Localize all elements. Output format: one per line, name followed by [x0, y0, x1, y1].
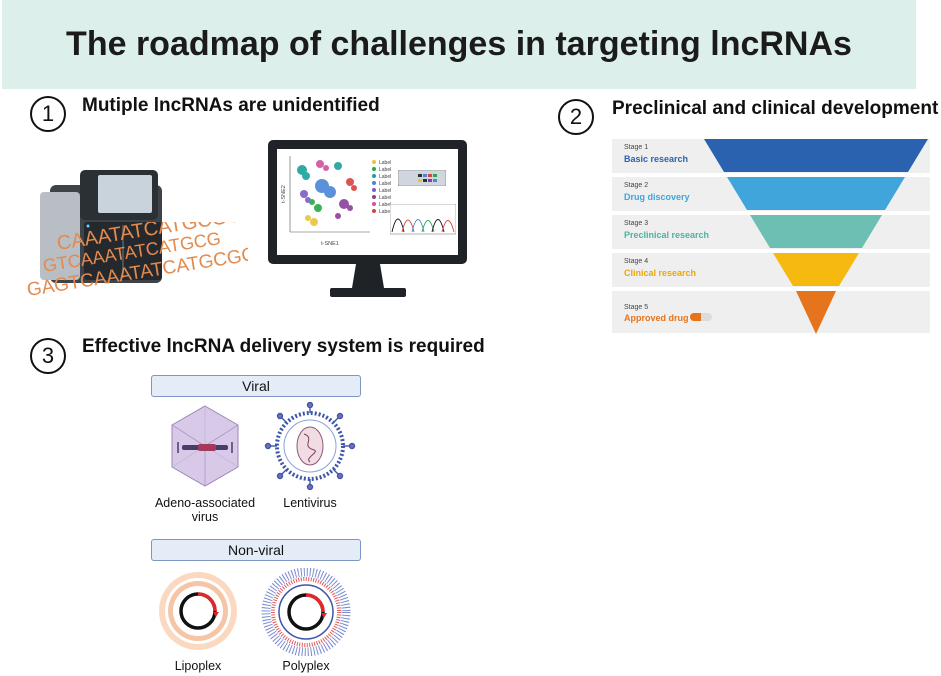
viral-label: Viral [151, 375, 361, 397]
lentivirus-icon [264, 402, 356, 490]
polyplex-icon [261, 568, 351, 656]
stage-row-5: Stage 5 Approved drug [612, 291, 930, 333]
lipoplex-caption: Lipoplex [174, 659, 222, 673]
gel-strip-icon [398, 170, 446, 186]
section-number-2: 2 [558, 99, 594, 135]
section-number-1: 1 [30, 96, 66, 132]
svg-text:Label: Label [379, 209, 391, 215]
stage-name: Approved drug [624, 313, 689, 323]
section-title-3: Effective lncRNA delivery system is requ… [82, 336, 485, 357]
stage-name: Basic research [624, 154, 689, 164]
funnel-segment-4 [773, 253, 859, 286]
section-number-3: 3 [30, 338, 66, 374]
development-funnel [704, 139, 928, 334]
funnel-segment-5 [796, 291, 836, 334]
svg-text:Label: Label [379, 174, 391, 180]
stage-number: Stage 1 [624, 144, 649, 151]
tsne-plot: t-SNE1 t-SNE2 [281, 156, 370, 247]
title-banner: The roadmap of challenges in targeting l… [2, 0, 916, 89]
dna-sequence-graphic: CAAATATCATGCGCAT GTCAAATATCATGCG GAGTCAA… [25, 222, 248, 301]
stage-number: Stage 2 [624, 182, 649, 189]
svg-text:Label: Label [379, 195, 391, 201]
lipoplex-icon [159, 572, 237, 650]
section-title-2: Preclinical and clinical development [612, 98, 939, 119]
nonviral-label: Non-viral [151, 539, 361, 561]
polyplex-caption: Polyplex [282, 659, 330, 673]
svg-text:Label: Label [379, 202, 391, 208]
chromatogram-icon [390, 204, 456, 235]
adeno-associated-virus-icon [171, 405, 239, 487]
stage-number: Stage 5 [624, 304, 649, 311]
funnel-segment-2 [727, 177, 905, 210]
page-title: The roadmap of challenges in targeting l… [66, 25, 852, 63]
svg-text:Label: Label [379, 160, 391, 166]
lentivirus-caption: Lentivirus [283, 496, 337, 510]
svg-text:Label: Label [379, 167, 391, 173]
stage-name: Clinical research [624, 268, 697, 278]
stage-name: Drug discovery [624, 192, 690, 202]
svg-text:Label: Label [379, 181, 391, 187]
funnel-segment-1 [704, 139, 928, 172]
pill-icon [690, 313, 712, 321]
svg-text:t-SNE1: t-SNE1 [321, 241, 339, 247]
stage-name: Preclinical research [624, 230, 710, 240]
adeno-associated-virus-caption: Adeno-associated virus [154, 496, 256, 524]
stage-number: Stage 3 [624, 220, 649, 227]
analysis-monitor: t-SNE1 t-SNE2 Label Label Label Label La… [268, 140, 468, 300]
sequencer-machine-icon [40, 170, 162, 283]
svg-text:t-SNE2: t-SNE2 [281, 185, 287, 203]
svg-text:Label: Label [379, 188, 391, 194]
stage-number: Stage 4 [624, 258, 649, 265]
stage-row-4: Stage 4 Clinical research [612, 253, 930, 287]
funnel-segment-3 [750, 215, 882, 248]
plot-legend: Label Label Label Label Label Label Labe… [372, 160, 391, 215]
section-title-1: Mutiple lncRNAs are unidentified [82, 95, 380, 116]
